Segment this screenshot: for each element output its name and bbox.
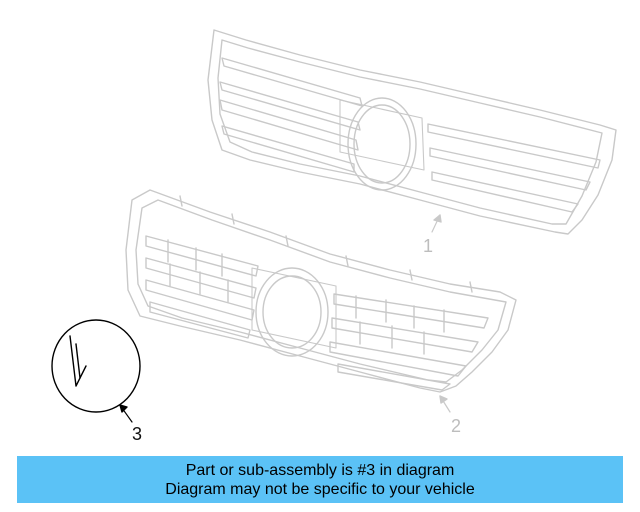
banner-line-2: Diagram may not be specific to your vehi… <box>165 480 475 498</box>
lower-grille <box>125 189 517 413</box>
callout-2: 2 <box>451 416 461 436</box>
callout-3: 3 <box>132 424 142 444</box>
banner-line-1: Part or sub-assembly is #3 in diagram <box>185 461 455 479</box>
callout-1: 1 <box>423 236 433 256</box>
info-banner: Part or sub-assembly is #3 in diagram Di… <box>17 456 623 503</box>
upper-grille <box>207 29 617 235</box>
part-3-emblem <box>51 319 141 423</box>
